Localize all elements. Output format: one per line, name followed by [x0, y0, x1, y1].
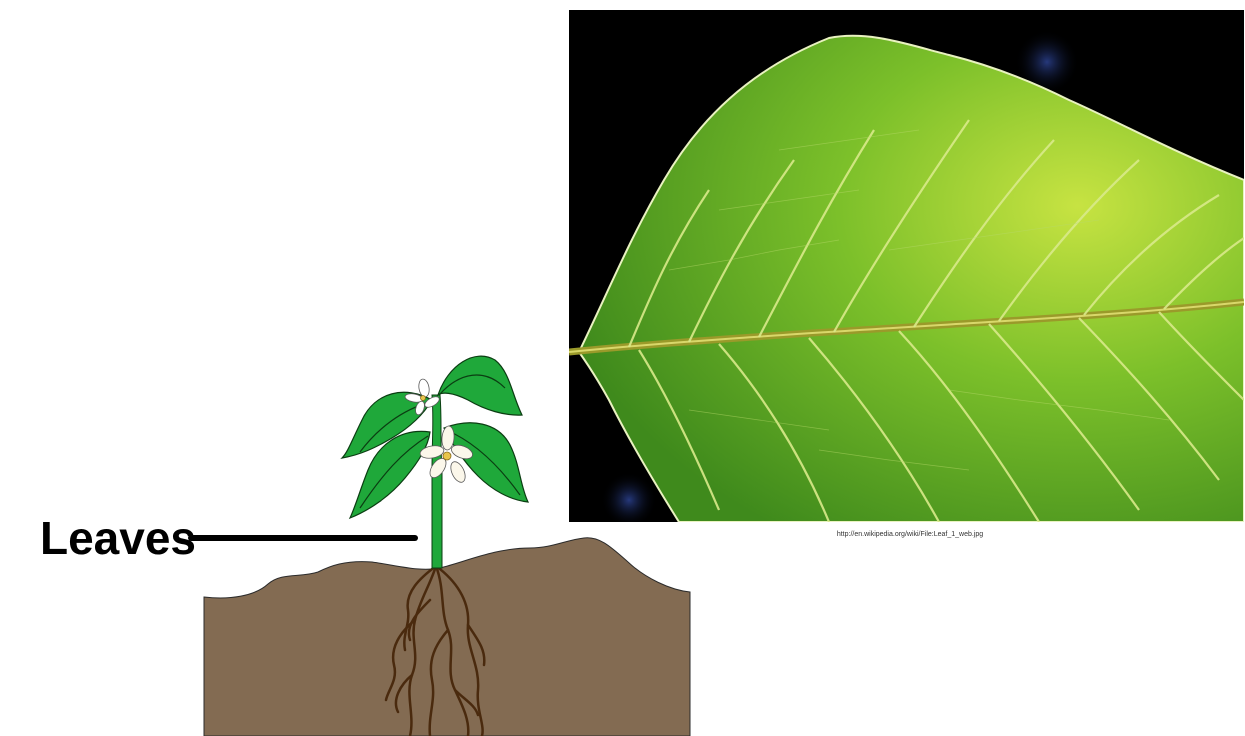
leaf-photo-drawing — [569, 10, 1244, 522]
photo-credit-url: http://en.wikipedia.org/wiki/File:Leaf_1… — [780, 530, 1040, 539]
stem — [432, 395, 442, 568]
soil — [204, 538, 690, 736]
leaves-pointer-line — [188, 535, 418, 541]
leaves-label: Leaves — [40, 512, 196, 564]
leaf-photo — [569, 10, 1244, 522]
